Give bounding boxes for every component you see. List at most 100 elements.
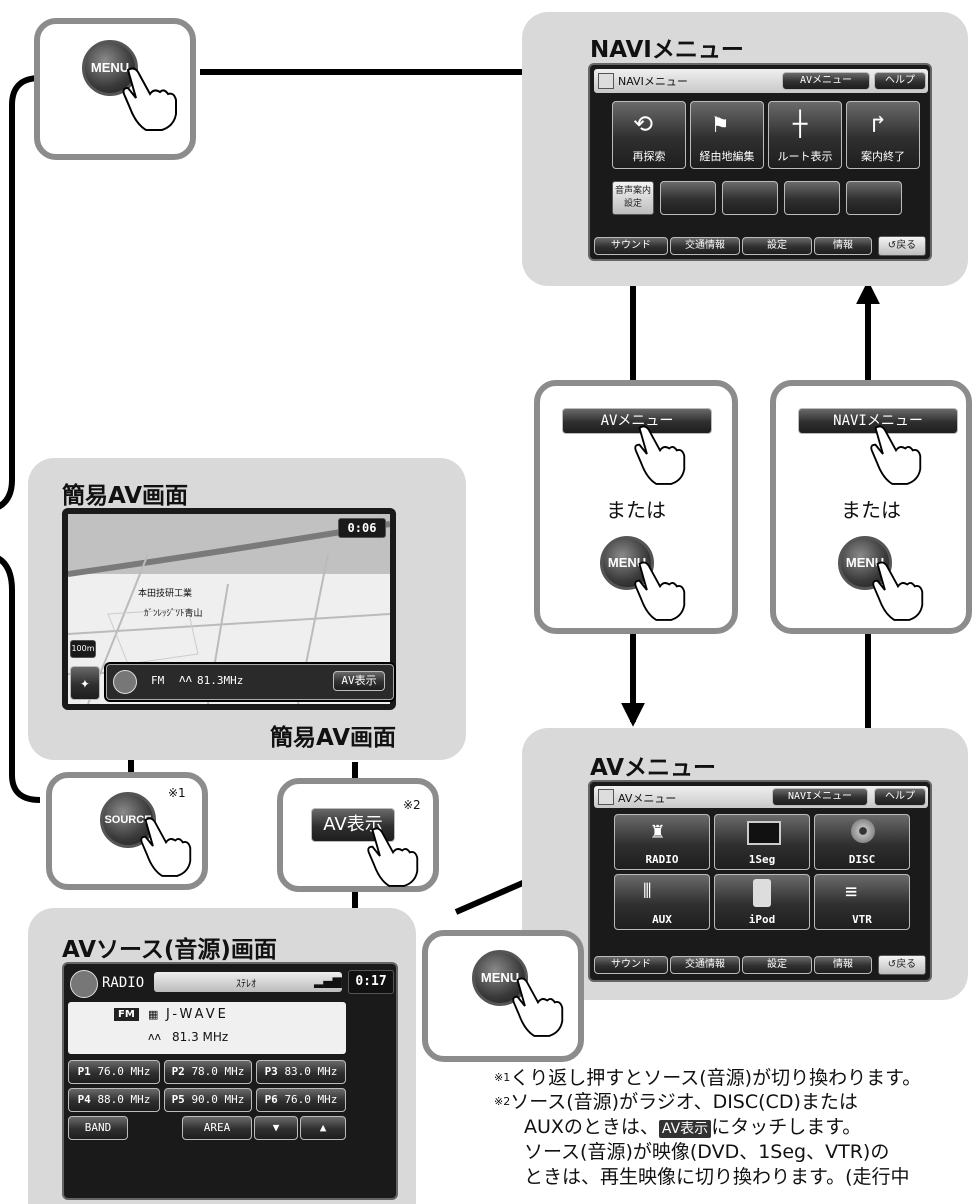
waypoint-flag-icon: ⚑ (713, 110, 728, 138)
av-menu-title: AVメニュー (590, 755, 717, 781)
preset-p3[interactable]: P3 83.0 MHz (256, 1060, 346, 1084)
tile-1seg[interactable]: 1Seg (714, 814, 810, 870)
av-bottom-bar: サウンド 交通情報 設定 情報 ↺戻る (594, 954, 928, 978)
tile-waypoint-edit[interactable]: ⚑ 経由地編集 (690, 101, 764, 169)
bottom-sound[interactable]: サウンド (594, 956, 668, 974)
tile-route-view[interactable]: ┼ ルート表示 (768, 101, 842, 169)
tab-help[interactable]: ヘルプ (874, 72, 926, 90)
clock-badge: 0:06 (338, 518, 386, 538)
bottom-traffic[interactable]: 交通情報 (670, 237, 740, 255)
simple-av-screen: 本田技研工業 ｶﾞﾝﾚｯｼﾞｿﾄ青山 0:06 100m ✦ FM ʌʌ 81.… (62, 508, 396, 710)
reroute-icon: ⟲ (633, 110, 654, 138)
simple-av-bar: FM ʌʌ 81.3MHz AV表示 (106, 664, 394, 700)
bottom-info[interactable]: 情報 (814, 237, 872, 255)
bottom-settings[interactable]: 設定 (742, 956, 812, 974)
tab-navi-menu[interactable]: NAVIメニュー (772, 788, 868, 806)
tile-aux[interactable]: ⫴ AUX (614, 874, 710, 930)
disc-icon (851, 819, 875, 843)
station-info: FM ▦ J-WAVE ʌʌ 81.3 MHz (68, 1002, 346, 1054)
seek-up-button[interactable]: ▲ (300, 1116, 346, 1140)
back-arrow-icon: ↺ (887, 959, 897, 970)
tv-icon (747, 821, 781, 845)
scale-badge[interactable]: 100m (70, 640, 96, 658)
aux-cable-icon: ⫴ (643, 879, 652, 903)
navi-menu-screen: NAVIメニュー AVメニュー ヘルプ ⟲ 再探索 ⚑ 経由地編集 ┼ ルート表… (588, 63, 932, 261)
navi-bottom-bar: サウンド 交通情報 設定 情報 ↺戻る (594, 235, 928, 257)
compass-icon[interactable]: ✦ (70, 666, 100, 700)
loop-line-bottom (0, 555, 41, 803)
av-display-key-box: AV表示 ※2 (277, 778, 439, 892)
station-name: J-WAVE (166, 1007, 229, 1022)
footnote-2-line3: ソース(音源)が映像(DVD、1Seg、VTR)の (524, 1141, 890, 1163)
vtr-cable-icon: ≡ (845, 879, 858, 903)
back-button[interactable]: ↺戻る (878, 236, 926, 256)
map-poi-label-1: 本田技研工業 (138, 589, 193, 599)
preset-p2[interactable]: P2 78.0 MHz (164, 1060, 252, 1084)
pointing-hand-icon (512, 977, 564, 1037)
band-button[interactable]: BAND (68, 1116, 128, 1140)
navi-screen-header: NAVIメニュー AVメニュー ヘルプ (594, 69, 928, 93)
av-display-button[interactable]: AV表示 (333, 671, 385, 691)
av-menu-screen: AVメニュー NAVIメニュー ヘルプ ♜ RADIO 1Seg DISC ⫴ … (588, 780, 932, 982)
radio-source-label: RADIO (102, 975, 145, 991)
av-menu-key-box: AVメニュー または MENU (534, 380, 738, 634)
empty-slot-1[interactable] (660, 181, 716, 215)
preset-p5[interactable]: P5 90.0 MHz (164, 1088, 252, 1112)
pointing-hand-icon (634, 425, 686, 485)
tile-reroute[interactable]: ⟲ 再探索 (612, 101, 686, 169)
back-arrow-icon: ↺ (887, 240, 897, 251)
station-freq: 81.3 MHz (172, 1030, 229, 1044)
menu-key-box-bottom: MENU (422, 930, 584, 1062)
or-label: または (841, 498, 901, 522)
radio-tower-icon: ♜ (651, 819, 665, 844)
station-icon: ▦ (148, 1008, 159, 1021)
preset-p1[interactable]: P1 76.0 MHz (68, 1060, 160, 1084)
antenna-icon: ʌʌ (179, 672, 193, 685)
footnote-mark-2: ※2 (403, 798, 421, 812)
navi-menu-title: NAVIメニュー (590, 37, 744, 63)
tile-radio[interactable]: ♜ RADIO (614, 814, 710, 870)
menu-key[interactable]: MENU (838, 536, 892, 590)
bottom-sound[interactable]: サウンド (594, 237, 668, 255)
band-label: FM (151, 674, 165, 687)
preset-p6[interactable]: P6 76.0 MHz (256, 1088, 346, 1112)
tile-vtr[interactable]: ≡ VTR (814, 874, 910, 930)
bottom-settings[interactable]: 設定 (742, 237, 812, 255)
bottom-traffic[interactable]: 交通情報 (670, 956, 740, 974)
clock-badge: 0:17 (348, 970, 394, 994)
pointing-hand-icon (367, 827, 419, 887)
route-icon: ┼ (793, 110, 808, 138)
menu-key[interactable]: MENU (472, 950, 528, 1006)
area-button[interactable]: AREA (182, 1116, 252, 1140)
tab-av-menu[interactable]: AVメニュー (782, 72, 870, 90)
guidance-end-icon: ↱ (871, 110, 886, 138)
bottom-info[interactable]: 情報 (814, 956, 872, 974)
av-source-title: AVソース(音源)画面 (62, 937, 277, 963)
radio-screen: RADIO ｽﾃﾚｵ ▂▄▆ 0:17 FM ▦ J-WAVE ʌʌ 81.3 … (62, 962, 398, 1200)
empty-slot-2[interactable] (722, 181, 778, 215)
seek-down-button[interactable]: ▼ (254, 1116, 298, 1140)
empty-slot-3[interactable] (784, 181, 840, 215)
band-badge: FM (114, 1008, 139, 1021)
menu-key[interactable]: MENU (82, 40, 138, 96)
tab-help[interactable]: ヘルプ (874, 788, 926, 806)
signal-icon: ▂▄▆ (314, 974, 342, 988)
av-display-key[interactable]: AV表示 (311, 808, 395, 842)
preset-p4[interactable]: P4 88.0 MHz (68, 1088, 160, 1112)
stereo-bar: ｽﾃﾚｵ ▂▄▆ (154, 972, 342, 992)
tile-disc[interactable]: DISC (814, 814, 910, 870)
empty-slot-4[interactable] (846, 181, 902, 215)
tile-guidance-end[interactable]: ↱ 案内終了 (846, 101, 920, 169)
av-menu-key[interactable]: AVメニュー (562, 408, 712, 434)
footnote-2-line2: AUXのときは、AV表示にタッチします。 (524, 1116, 862, 1138)
pointing-hand-icon (122, 67, 177, 131)
av-screen-header: AVメニュー NAVIメニュー ヘルプ (594, 786, 928, 808)
voice-guidance-settings-button[interactable]: 音声案内 設定 (612, 181, 654, 215)
loop-line-top (0, 75, 41, 510)
map-roads (68, 514, 390, 704)
radio-header: RADIO ｽﾃﾚｵ ▂▄▆ 0:17 (68, 968, 394, 998)
back-button[interactable]: ↺戻る (878, 955, 926, 975)
tile-ipod[interactable]: iPod (714, 874, 810, 930)
ipod-icon (753, 879, 771, 907)
navi-screen-title: NAVIメニュー (618, 75, 688, 88)
